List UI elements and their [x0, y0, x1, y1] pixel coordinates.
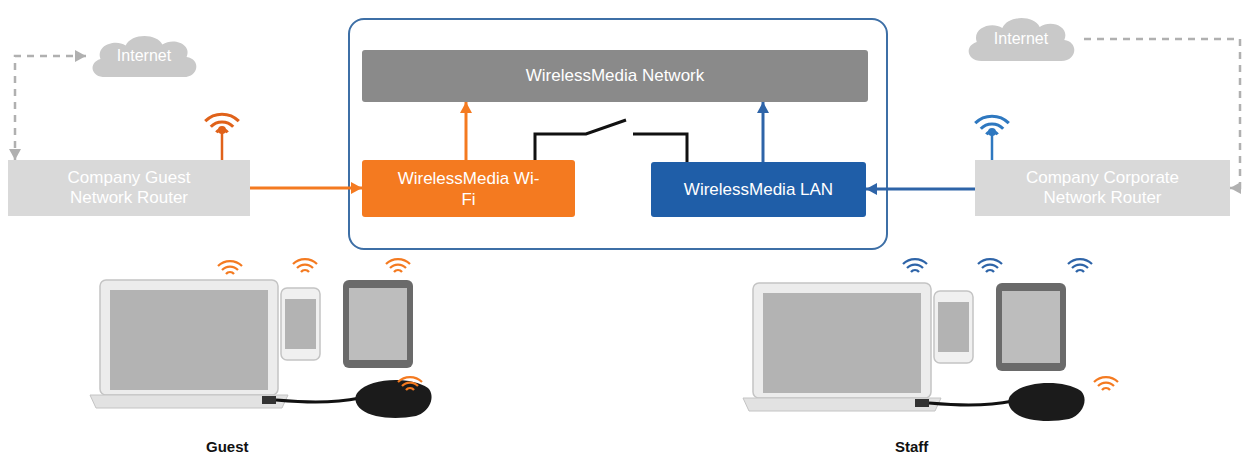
- node-text: WirelessMedia Wi-Fi: [394, 168, 544, 210]
- group-label: Staff: [895, 438, 928, 455]
- node-text: Company Corporate Network Router: [1015, 168, 1190, 208]
- node-text: Company Guest Network Router: [42, 168, 217, 208]
- guest-devices: [90, 280, 432, 418]
- network-band: WirelessMedia Network: [362, 50, 868, 102]
- wifi-box: WirelessMedia Wi-Fi: [362, 160, 575, 217]
- staff-devices: [743, 283, 1085, 421]
- connector: [460, 102, 472, 160]
- group-label: Guest: [206, 438, 249, 455]
- connector: [9, 50, 86, 160]
- internet-cloud: Internet: [86, 32, 202, 80]
- connector: [250, 182, 362, 194]
- wifi-symbol: [218, 259, 1118, 390]
- connector: [866, 183, 975, 195]
- system-frame: WirelessMedia NetworkWirelessMedia Wi-Fi…: [348, 18, 888, 250]
- node-text: Internet: [994, 30, 1048, 48]
- node-text: WirelessMedia LAN: [684, 179, 833, 200]
- lan-box: WirelessMedia LAN: [651, 162, 866, 217]
- router-antenna: [205, 114, 239, 160]
- node-text: Internet: [117, 47, 171, 65]
- internet-cloud: Internet: [962, 14, 1080, 64]
- connector: [535, 120, 687, 162]
- wifi-symbol: [903, 259, 1092, 272]
- router-box: Company Guest Network Router: [8, 160, 250, 216]
- router-antenna: [975, 116, 1009, 160]
- router-box: Company Corporate Network Router: [975, 160, 1230, 216]
- connector: [757, 102, 769, 162]
- node-text: WirelessMedia Network: [526, 66, 705, 86]
- connector: [1084, 39, 1241, 194]
